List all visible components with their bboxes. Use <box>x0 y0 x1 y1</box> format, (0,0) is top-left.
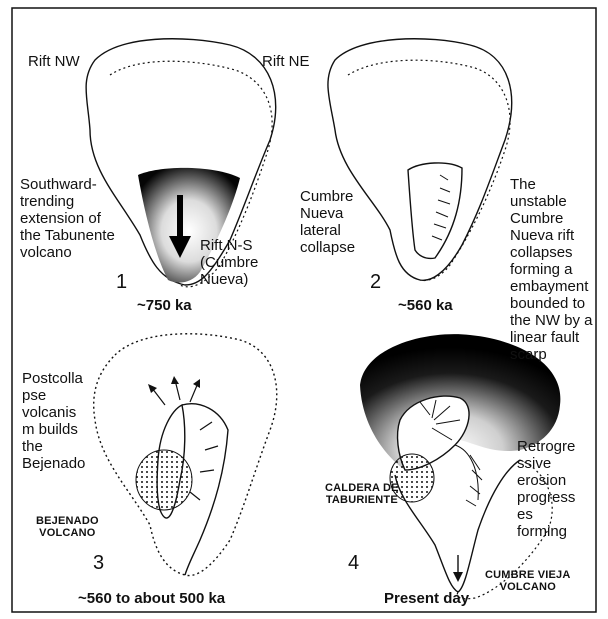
label-rift-ne: Rift NE <box>262 53 310 70</box>
label-bejenado-volcano: BEJENADO VOLCANO <box>36 515 99 539</box>
label-rift-nw: Rift NW <box>28 53 80 70</box>
label-rift-ns: Rift N-S (Cumbre Nueva) <box>200 237 258 288</box>
collapse-hachures <box>432 175 450 240</box>
panel-number-2: 2 <box>370 272 381 292</box>
label-cumbre-vieja-volcano: CUMBRE VIEJA VOLCANO <box>485 569 571 593</box>
panel-number-4: 4 <box>348 553 359 573</box>
cumbre-vieja-arrowhead <box>453 572 463 582</box>
bejenado-stipple <box>136 450 192 510</box>
island-outline-3 <box>94 334 277 576</box>
age-label-2: ~560 ka <box>398 297 453 314</box>
age-label-1: ~750 ka <box>137 297 192 314</box>
label-caldera-de-taburiente: CALDERA DE TABURIENTE <box>325 482 399 506</box>
erosion-hachures <box>455 445 482 506</box>
island-dotted-outline-2 <box>348 60 510 280</box>
arrowhead-b <box>171 376 179 384</box>
panel-number-3: 3 <box>93 553 104 573</box>
label-retrogressive-erosion: Retrogre ssive erosion progress es formi… <box>517 438 575 540</box>
label-cumbre-nueva-collapse: Cumbre Nueva lateral collapse <box>300 188 355 256</box>
age-label-3: ~560 to about 500 ka <box>78 590 225 607</box>
label-southward-extension: Southward- trending extension of the Tab… <box>20 176 115 261</box>
panel-3 <box>94 334 277 576</box>
label-postcollapse-volcanism: Postcolla pse volcanis m builds the Beje… <box>22 370 85 472</box>
panel-number-1: 1 <box>116 272 127 292</box>
diagram-border <box>12 8 596 612</box>
label-collapse-description: The unstable Cumbre Nueva rift collapses… <box>510 176 593 363</box>
island-outline-2 <box>328 39 512 281</box>
panel-2 <box>328 39 512 281</box>
collapse-embayment <box>408 163 462 259</box>
arrowhead-a <box>148 384 157 393</box>
age-label-4: Present day <box>384 590 469 607</box>
